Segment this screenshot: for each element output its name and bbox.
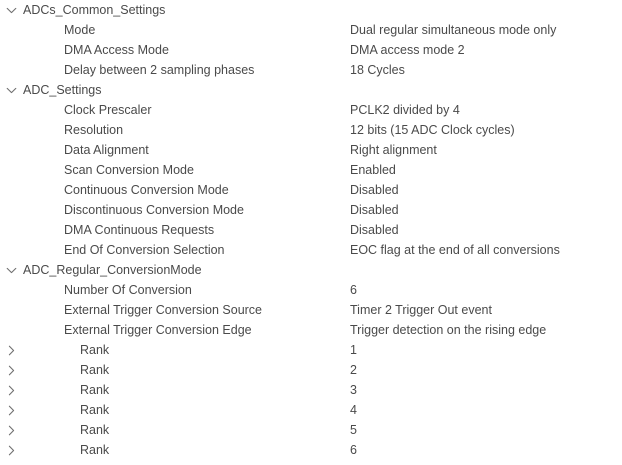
tree-row-property[interactable]: External Trigger Conversion Source Timer … (0, 300, 622, 320)
tree-row-value[interactable]: 4 (350, 403, 357, 417)
tree-row-label: Mode (64, 23, 96, 37)
chevron-down-icon[interactable] (4, 260, 18, 280)
tree-row-value[interactable]: 1 (350, 343, 357, 357)
tree-row-property[interactable]: Data Alignment Right alignment (0, 140, 622, 160)
chevron-right-icon[interactable] (4, 420, 18, 440)
tree-row-value[interactable]: Disabled (350, 223, 399, 237)
tree-row-value[interactable]: Disabled (350, 203, 399, 217)
tree-row-label: Delay between 2 sampling phases (64, 63, 255, 77)
tree-row-group[interactable]: Rank 5 (0, 420, 622, 440)
tree-row-property[interactable]: Clock Prescaler PCLK2 divided by 4 (0, 100, 622, 120)
tree-row-value[interactable]: Trigger detection on the rising edge (350, 323, 547, 337)
tree-row-group[interactable]: ADC_Settings (0, 80, 622, 100)
tree-row-label: External Trigger Conversion Source (64, 303, 263, 317)
tree-row-label: Continuous Conversion Mode (64, 183, 229, 197)
tree-row-property[interactable]: DMA Access Mode DMA access mode 2 (0, 40, 622, 60)
chevron-right-icon[interactable] (4, 440, 18, 460)
tree-row-property[interactable]: Mode Dual regular simultaneous mode only (0, 20, 622, 40)
tree-row-property[interactable]: DMA Continuous Requests Disabled (0, 220, 622, 240)
tree-row-value[interactable]: 6 (350, 283, 357, 297)
tree-row-property[interactable]: Delay between 2 sampling phases 18 Cycles (0, 60, 622, 80)
tree-row-label: DMA Continuous Requests (64, 223, 215, 237)
tree-row-property[interactable]: Scan Conversion Mode Enabled (0, 160, 622, 180)
tree-row-value[interactable]: 6 (350, 443, 357, 457)
tree-row-value[interactable]: Dual regular simultaneous mode only (350, 23, 557, 37)
chevron-right-icon[interactable] (4, 400, 18, 420)
tree-row-label: ADCs_Common_Settings (23, 3, 166, 17)
tree-row-value[interactable]: EOC flag at the end of all conversions (350, 243, 560, 257)
tree-row-value[interactable]: Disabled (350, 183, 399, 197)
tree-row-group[interactable]: Rank 3 (0, 380, 622, 400)
tree-row-group[interactable]: Rank 2 (0, 360, 622, 380)
tree-row-label: Rank (80, 363, 110, 377)
tree-row-property[interactable]: Continuous Conversion Mode Disabled (0, 180, 622, 200)
tree-row-label: Rank (80, 383, 110, 397)
tree-row-label: Rank (80, 423, 110, 437)
tree-row-value[interactable]: 5 (350, 423, 357, 437)
tree-row-label: DMA Access Mode (64, 43, 169, 57)
tree-row-label: End Of Conversion Selection (64, 243, 225, 257)
tree-row-property[interactable]: Resolution 12 bits (15 ADC Clock cycles) (0, 120, 622, 140)
chevron-down-icon[interactable] (4, 80, 18, 100)
tree-row-value[interactable]: Right alignment (350, 143, 437, 157)
chevron-right-icon[interactable] (4, 360, 18, 380)
tree-row-label: Rank (80, 403, 110, 417)
tree-row-label: Discontinuous Conversion Mode (64, 203, 244, 217)
chevron-down-icon[interactable] (4, 0, 18, 20)
tree-row-label: Rank (80, 343, 110, 357)
tree-row-label: Number Of Conversion (64, 283, 192, 297)
tree-row-property[interactable]: Discontinuous Conversion Mode Disabled (0, 200, 622, 220)
tree-row-value[interactable]: 2 (350, 363, 357, 377)
tree-row-group[interactable]: Rank 6 (0, 440, 622, 460)
tree-row-group[interactable]: Rank 1 (0, 340, 622, 360)
tree-row-label: External Trigger Conversion Edge (64, 323, 252, 337)
tree-row-value[interactable]: Timer 2 Trigger Out event (350, 303, 492, 317)
chevron-right-icon[interactable] (4, 340, 18, 360)
tree-row-value[interactable]: 3 (350, 383, 357, 397)
tree-row-property[interactable]: Number Of Conversion 6 (0, 280, 622, 300)
tree-row-value[interactable]: 18 Cycles (350, 63, 405, 77)
tree-row-group[interactable]: ADCs_Common_Settings (0, 0, 622, 20)
chevron-right-icon[interactable] (4, 380, 18, 400)
tree-row-property[interactable]: End Of Conversion Selection EOC flag at t… (0, 240, 622, 260)
tree-row-value[interactable]: Enabled (350, 163, 396, 177)
tree-row-value[interactable]: DMA access mode 2 (350, 43, 465, 57)
tree-row-label: Scan Conversion Mode (64, 163, 194, 177)
tree-row-label: Rank (80, 443, 110, 457)
tree-row-value[interactable]: 12 bits (15 ADC Clock cycles) (350, 123, 515, 137)
tree-row-label: Data Alignment (64, 143, 149, 157)
tree-row-label: ADC_Settings (23, 83, 102, 97)
tree-row-label: Resolution (64, 123, 124, 137)
tree-row-group[interactable]: ADC_Regular_ConversionMode (0, 260, 622, 280)
tree-row-property[interactable]: External Trigger Conversion Edge Trigger … (0, 320, 622, 340)
tree-row-group[interactable]: Rank 4 (0, 400, 622, 420)
tree-row-value[interactable]: PCLK2 divided by 4 (350, 103, 460, 117)
tree-row-label: Clock Prescaler (64, 103, 152, 117)
tree-row-label: ADC_Regular_ConversionMode (23, 263, 202, 277)
